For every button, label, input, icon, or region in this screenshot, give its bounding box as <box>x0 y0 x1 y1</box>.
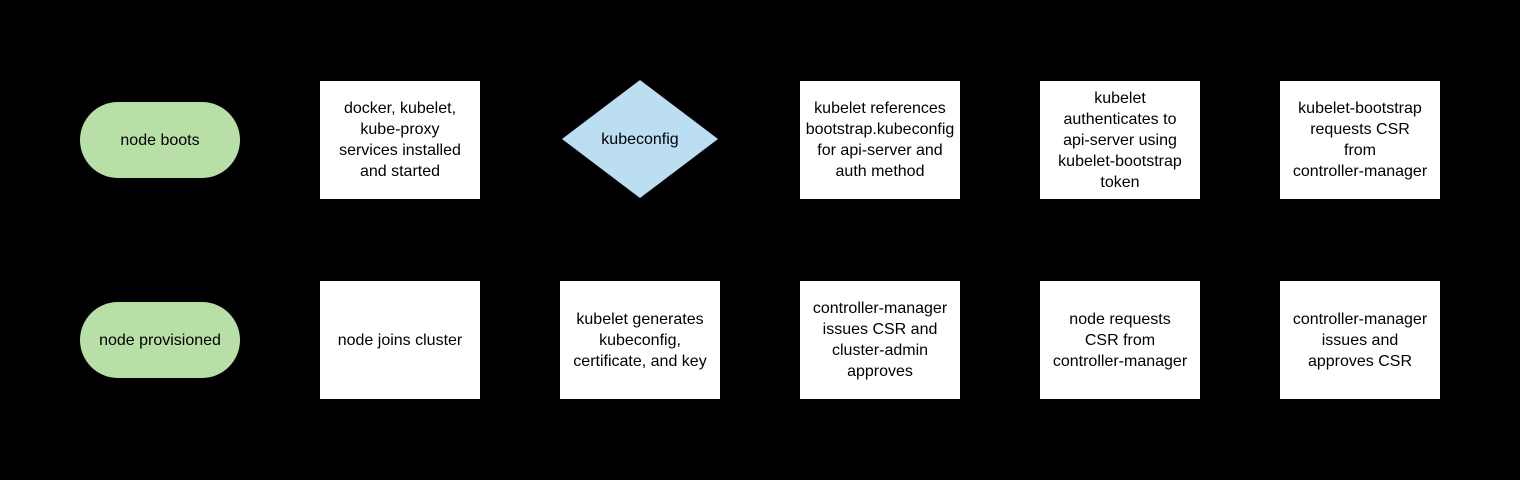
process-kubelet-references-bootstrap-kubeconfig: kubelet references bootstrap.kubeconfig … <box>800 81 960 199</box>
process-node-requests-csr: node requests CSR from controller-manage… <box>1040 281 1200 399</box>
process-kubelet-authenticates-to-api-server: kubelet authenticates to api-server usin… <box>1040 81 1200 199</box>
process-kubelet-bootstrap-requests-csr: kubelet-bootstrap requests CSR from cont… <box>1280 81 1440 199</box>
decision-kubeconfig: kubeconfig <box>562 80 718 198</box>
terminator-node-boots: node boots <box>80 102 240 178</box>
process-kubelet-generates-kubeconfig: kubelet generates kubeconfig, certificat… <box>560 281 720 399</box>
process-controller-manager-issues-csr-cluster-admin-approves: controller-manager issues CSR and cluste… <box>800 281 960 399</box>
terminator-node-provisioned: node provisioned <box>80 302 240 378</box>
process-node-joins-cluster: node joins cluster <box>320 281 480 399</box>
process-services-installed: docker, kubelet, kube-proxy services ins… <box>320 81 480 199</box>
process-controller-manager-issues-and-approves-csr: controller-manager issues and approves C… <box>1280 281 1440 399</box>
